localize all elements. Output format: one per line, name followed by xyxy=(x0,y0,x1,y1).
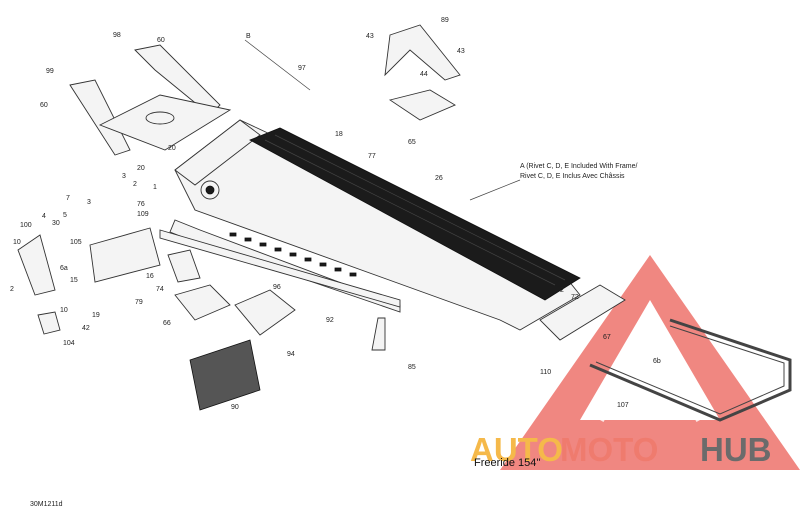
label-3: 3 xyxy=(122,173,126,180)
label-92: 92 xyxy=(326,317,334,324)
guard-94 xyxy=(234,289,296,336)
note-line-2: Rivet C, D, E Inclus Avec Châssis xyxy=(520,173,625,180)
label-99: 99 xyxy=(46,68,54,75)
front-bracket-100 xyxy=(17,234,56,296)
label-6a: 6a xyxy=(60,265,68,272)
note-line-1: A (Rivet C, D, E Included With Frame/ xyxy=(520,163,638,170)
leader-b xyxy=(244,39,311,91)
label-97: 97 xyxy=(298,65,306,72)
watermark-hub: HUB xyxy=(700,431,772,468)
bracket-74 xyxy=(167,249,201,283)
label-110: 110 xyxy=(540,369,551,376)
label-60: 60 xyxy=(157,37,165,44)
label-72: 72 xyxy=(571,294,579,301)
tunnel-top-left xyxy=(174,119,261,186)
label-66: 66 xyxy=(163,320,171,327)
label-6b: 6b xyxy=(653,358,661,365)
label-109: 109 xyxy=(137,211,149,218)
label-96: 96 xyxy=(273,284,281,291)
label-98: 98 xyxy=(113,32,121,39)
label-67: 67 xyxy=(603,334,611,341)
label-105: 105 xyxy=(70,239,82,246)
label-7: 7 xyxy=(66,195,70,202)
label-2: 2 xyxy=(560,287,564,294)
label-10: 10 xyxy=(60,307,68,314)
label-30: 30 xyxy=(52,220,60,227)
label-89: 89 xyxy=(441,17,449,24)
watermark-moto: MOTO xyxy=(560,431,658,468)
label-2: 2 xyxy=(133,181,137,188)
label-4: 4 xyxy=(42,213,46,220)
label-19: 19 xyxy=(92,312,100,319)
footrest-79 xyxy=(89,227,161,283)
label-26: 26 xyxy=(435,175,443,182)
label-5: 5 xyxy=(63,212,67,219)
bracket-85 xyxy=(371,317,386,351)
label-74: 74 xyxy=(156,286,164,293)
label-65: 65 xyxy=(408,139,416,146)
leader-note xyxy=(469,179,521,201)
label-42: 42 xyxy=(82,325,90,332)
tunnel-slots xyxy=(229,232,357,277)
label-44: 44 xyxy=(420,71,428,78)
label-18: 18 xyxy=(335,131,343,138)
bracket-89 xyxy=(384,24,461,121)
figure-code: 30M1211d xyxy=(30,501,63,508)
watermark-inner-stroke xyxy=(596,321,704,422)
support-column-99 xyxy=(69,79,131,156)
label-43: 43 xyxy=(457,48,465,55)
label-15: 15 xyxy=(70,277,78,284)
label-16: 16 xyxy=(146,273,154,280)
callout-b: B xyxy=(246,33,251,40)
label-79: 79 xyxy=(135,299,143,306)
rear-bumper xyxy=(539,284,792,422)
lower-parts xyxy=(17,227,401,411)
label-2: 2 xyxy=(10,286,14,293)
label-43: 43 xyxy=(366,33,374,40)
label-104: 104 xyxy=(63,340,75,347)
label-76: 76 xyxy=(137,201,145,208)
bracket-66 xyxy=(174,284,231,321)
runningboard-92 xyxy=(159,229,401,308)
steering-support xyxy=(69,44,232,156)
part-labels: 98 60 99 60 97 43 89 43 44 65 18 77 20 2… xyxy=(10,17,661,411)
plate-104 xyxy=(37,311,61,335)
label-20: 20 xyxy=(168,145,176,152)
label-90: 90 xyxy=(231,404,239,411)
label-60: 60 xyxy=(40,102,48,109)
label-20: 20 xyxy=(137,165,145,172)
label-3: 3 xyxy=(87,199,91,206)
rear-bracket-72 xyxy=(539,284,626,341)
snowflap-90 xyxy=(189,339,261,411)
label-77: 77 xyxy=(368,153,376,160)
tunnel-heat-exchanger xyxy=(249,127,581,301)
label-85: 85 xyxy=(408,364,416,371)
label-1: 1 xyxy=(153,184,157,191)
label-10: 10 xyxy=(13,239,21,246)
watermark-auto: AUTO xyxy=(470,431,563,468)
label-100: 100 xyxy=(20,222,32,229)
diagram-title: Freeride 154'' xyxy=(474,457,541,469)
label-94: 94 xyxy=(287,351,295,358)
bracket-65 xyxy=(388,89,456,121)
watermark-text: AUTO MOTO HUB xyxy=(470,431,772,468)
label-107: 107 xyxy=(617,402,629,409)
